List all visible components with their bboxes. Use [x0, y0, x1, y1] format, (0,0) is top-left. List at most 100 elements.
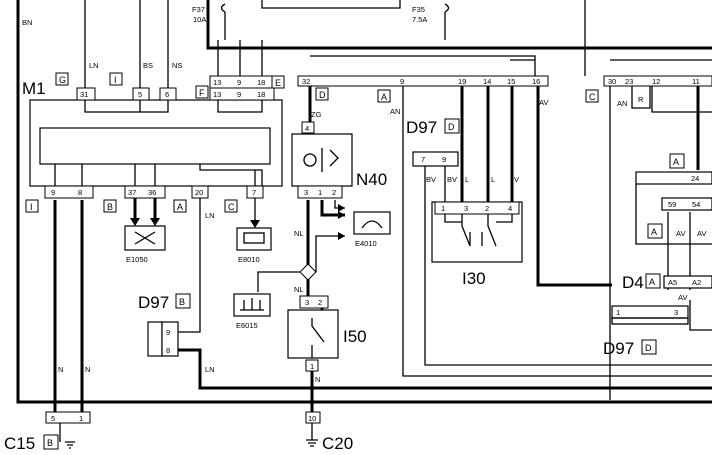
speedometer-icon	[353, 211, 391, 235]
indicator-label: E8010	[238, 255, 260, 264]
right-block-pin: 24	[691, 174, 699, 183]
pin-strip	[124, 185, 166, 199]
wire-code: N	[315, 375, 320, 384]
tag-box	[315, 87, 329, 101]
tag-box	[641, 339, 657, 355]
connector-tag: E	[275, 78, 281, 88]
c15-pin: 5	[51, 414, 55, 423]
c20-pin: 10	[308, 414, 316, 423]
relay-switch-icon	[444, 214, 513, 247]
wire-code: LN	[89, 61, 99, 70]
d97-top-tag: D	[448, 122, 455, 132]
connector-tag: C	[589, 92, 596, 102]
tag-box	[195, 85, 209, 99]
d97-bottom-base	[611, 317, 689, 325]
pin-strip	[297, 185, 343, 199]
c20-name: C20	[322, 434, 353, 453]
wire-code: N	[58, 365, 63, 374]
wire-av-d97	[689, 300, 712, 331]
m1-pin-top: 6	[165, 90, 169, 99]
wire-upper-bus	[206, 0, 712, 50]
bus-pin: 14	[483, 77, 491, 86]
wire-code: BV	[426, 175, 436, 184]
wires	[16, 0, 712, 432]
right-block-pin: 54	[692, 200, 700, 209]
pin-box	[159, 87, 177, 101]
connector-tag: A	[381, 92, 387, 102]
tag-box	[444, 118, 460, 134]
n40-name: N40	[356, 170, 387, 189]
pin-strip	[44, 185, 94, 199]
fuse-f37-rating: 10A	[193, 15, 206, 24]
bus-pin: 15	[507, 77, 515, 86]
wire-code: BN	[22, 18, 32, 27]
bus-right-pin: 12	[652, 77, 660, 86]
bus-pin: 16	[532, 77, 540, 86]
wire-ln-20	[178, 196, 201, 333]
d97-top-name: D97	[406, 118, 437, 137]
i50-switch: 3 2 1 I50	[287, 295, 367, 372]
pin-box	[301, 121, 315, 134]
right-block-strip	[635, 171, 712, 185]
i30-pin: 2	[485, 204, 489, 213]
n40-pin-bottom: 3	[304, 188, 308, 197]
d97-top-pin: 7	[421, 155, 425, 164]
m1-pin-bottom: 36	[148, 188, 156, 197]
bus-right-pin: 23	[625, 77, 633, 86]
indicator-label: E6015	[236, 321, 258, 330]
tag-box	[43, 434, 59, 450]
fuse-f35-rating: 7.5A	[412, 15, 427, 24]
tag-box	[103, 199, 117, 213]
d4-tag: A	[649, 277, 655, 287]
m1-pin-top: 31	[80, 90, 88, 99]
wire-bus-top	[310, 55, 536, 76]
wire-fuse-legs	[224, 12, 446, 40]
wire-fusebox-drops	[217, 40, 263, 76]
right-lower-strip	[661, 197, 712, 211]
m1-pin-top: 18	[257, 90, 265, 99]
fusebox-connector: 13 9 18 E	[209, 75, 285, 89]
m1-internal-bottom	[54, 164, 263, 186]
ground-icon	[59, 432, 75, 449]
fusebox-pin: 13	[213, 78, 221, 87]
d97-top-pin: 9	[442, 155, 446, 164]
tag-box	[224, 199, 238, 213]
m1-tag: G	[59, 75, 66, 85]
wire-fuse-loop	[261, 0, 401, 9]
d4-name: D4	[622, 273, 644, 292]
d97-left-body	[161, 321, 179, 357]
wire-code: AV	[539, 98, 548, 107]
bus-strip-right	[603, 75, 712, 87]
wire-code: L	[491, 175, 495, 184]
connector-tag: C	[228, 202, 235, 212]
lamp-rays	[240, 298, 264, 311]
connector-tag: B	[107, 202, 113, 212]
wire-code: NL	[294, 229, 304, 238]
wire-code: BV	[447, 175, 457, 184]
d4-pin: A5	[668, 278, 677, 287]
display-icon	[236, 227, 272, 251]
connector-tag: F	[199, 88, 205, 98]
wire-code: L	[465, 175, 469, 184]
m1-name: M1	[22, 79, 46, 98]
pin-strip	[434, 201, 520, 215]
wire-n40-e4010	[320, 200, 345, 217]
splice-node	[299, 263, 317, 281]
indicator-e8010: E8010	[236, 227, 272, 264]
right-block-edge	[635, 184, 712, 245]
pin-box	[132, 87, 150, 101]
wire-code: AV	[676, 229, 685, 238]
wire-code: NS	[172, 61, 182, 70]
wire-code: NL	[294, 285, 304, 294]
d97-left-name: D97	[138, 293, 169, 312]
bus-pin: 32	[302, 77, 310, 86]
bus-connector: 32 9 19 14 15 16 D A 30 23 12 11 C	[297, 75, 712, 103]
tag-box	[25, 199, 39, 213]
display-screen	[243, 232, 265, 244]
connector-tag: A	[177, 202, 183, 212]
wire-ln-8	[178, 348, 712, 390]
pin-box	[305, 411, 321, 424]
wire-code: AN	[617, 99, 627, 108]
tag-box	[175, 293, 191, 309]
